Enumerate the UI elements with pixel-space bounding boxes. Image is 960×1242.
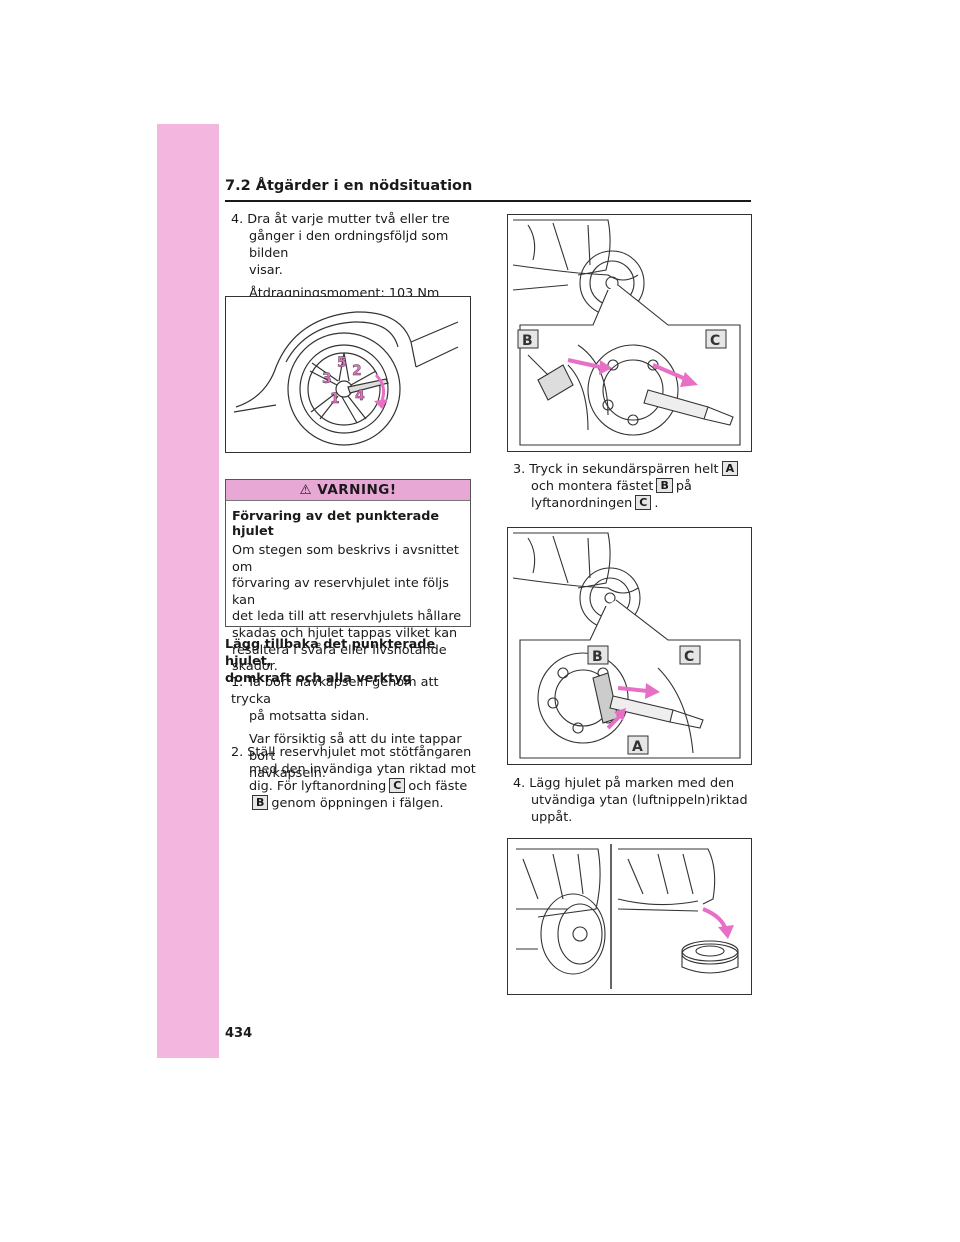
warning-head-label: VARNING! bbox=[317, 482, 397, 498]
put-back-line-2: domkraft och alla verktyg bbox=[225, 671, 412, 686]
warning-header: ⚠ VARNING! bbox=[226, 480, 470, 501]
label-b-box-2: B bbox=[656, 478, 673, 493]
fig3-label-a: A bbox=[632, 739, 643, 755]
figure-lift-device-b-c: B C bbox=[507, 214, 752, 452]
put-back-heading: Lägg tillbaka det punkterade hjulet, dom… bbox=[225, 636, 475, 687]
step-4-line-3: visar. bbox=[249, 263, 283, 278]
warning-line-2: förvaring av reservhjulet inte följs kan bbox=[232, 576, 449, 608]
fig2-label-b: B bbox=[522, 333, 533, 349]
warning-body: Om stegen som beskrivs i avsnittet om fö… bbox=[232, 543, 464, 676]
step-4r-line-2: utvändiga ytan (luftnippeln)riktad bbox=[531, 793, 748, 808]
step-4r-line-1: 4. Lägg hjulet på marken med den bbox=[513, 776, 735, 791]
fig3-label-c: C bbox=[684, 649, 694, 665]
warning-box: ⚠ VARNING! Förvaring av det punkterade h… bbox=[225, 479, 471, 674]
step-1-note-2: navkapseln. bbox=[249, 766, 326, 781]
page-number: 434 bbox=[225, 1026, 253, 1041]
side-color-strip bbox=[157, 124, 219, 1058]
step-4r-line-3: uppåt. bbox=[531, 810, 573, 825]
step-2-line-3b: och fäste bbox=[408, 779, 468, 794]
nut-label-1: 1 bbox=[330, 391, 340, 407]
step-2-line-1: 2. Ställ reservhjulet mot stötfångaren bbox=[231, 745, 472, 760]
warning-line-5: resultera i svåra eller livshotande bbox=[232, 642, 447, 658]
figure-lift-device-a-b-c: B C A bbox=[507, 527, 752, 765]
step-1-line-1: 1. Ta bort navkapseln genom att trycka bbox=[231, 675, 439, 707]
warning-title: Förvaring av det punkterade hjulet bbox=[232, 509, 440, 539]
warning-line-3: det leda till att reservhjulets hållare bbox=[232, 609, 462, 625]
warning-line-6: skador. bbox=[232, 659, 278, 675]
step-2-line-3a: dig. För lyftanordning bbox=[249, 779, 387, 794]
fig2-label-c: C bbox=[710, 333, 720, 349]
fig3-label-b: B bbox=[592, 649, 603, 665]
label-c-box-2: C bbox=[635, 495, 652, 510]
label-a-box: A bbox=[721, 461, 739, 476]
step-3-line-2b: på bbox=[675, 479, 692, 494]
step-2: 2. Ställ reservhjulet mot stötfångaren m… bbox=[231, 744, 476, 812]
step-4-line-2: gånger i den ordningsföljd som bilden bbox=[249, 229, 449, 261]
nut-label-4: 4 bbox=[355, 388, 365, 404]
figure-lift-device-drawing: B C bbox=[512, 219, 741, 446]
section-header: 7.2 Åtgärder i en nödsituation bbox=[225, 178, 473, 194]
step-4-line-1: 4. Dra åt varje mutter två eller tre bbox=[231, 212, 450, 227]
step-3-line-3-text: lyftanordningen bbox=[531, 496, 633, 511]
step-2-line-2: med den invändiga ytan riktad mot bbox=[249, 762, 476, 777]
put-back-line-1: Lägg tillbaka det punkterade hjulet, bbox=[225, 637, 436, 669]
label-b-box: B bbox=[252, 795, 269, 810]
step-3-line-1-text: 3. Tryck in sekundärspärren helt bbox=[513, 462, 719, 477]
step-1-line-2: på motsatta sidan. bbox=[249, 709, 370, 724]
figure-lift-device-2-drawing: B C A bbox=[512, 532, 741, 759]
step-4-right: 4. Lägg hjulet på marken med den utvändi… bbox=[513, 775, 753, 826]
figure-tighten-nuts: 5 2 3 1 4 bbox=[225, 296, 471, 453]
step-1-note-1: Var försiktig så att du inte tappar bort bbox=[249, 732, 462, 764]
warning-line-4: skadas och hjulet tappas vilket kan bbox=[232, 625, 458, 641]
step-4-left: 4. Dra åt varje mutter två eller tre gån… bbox=[231, 211, 476, 302]
nut-label-2: 2 bbox=[352, 363, 362, 379]
figure-wheel-on-ground-drawing bbox=[516, 844, 739, 989]
label-c-box: C bbox=[389, 778, 406, 793]
figure-tighten-nuts-drawing: 5 2 3 1 4 bbox=[233, 311, 459, 446]
nut-label-3: 3 bbox=[322, 371, 332, 387]
nut-label-5: 5 bbox=[337, 355, 347, 371]
warning-line-1: Om stegen som beskrivs i avsnittet om bbox=[232, 543, 459, 575]
warning-icon: ⚠ bbox=[299, 482, 313, 498]
step-2-line-4-text: genom öppningen i fälgen. bbox=[271, 796, 444, 811]
step-1: 1. Ta bort navkapseln genom att trycka p… bbox=[231, 674, 476, 782]
figure-wheel-on-ground bbox=[507, 838, 752, 995]
header-rule bbox=[225, 200, 751, 202]
step-3-line-3-end: . bbox=[654, 496, 659, 511]
step-3-line-2a: och montera fästet bbox=[531, 479, 654, 494]
